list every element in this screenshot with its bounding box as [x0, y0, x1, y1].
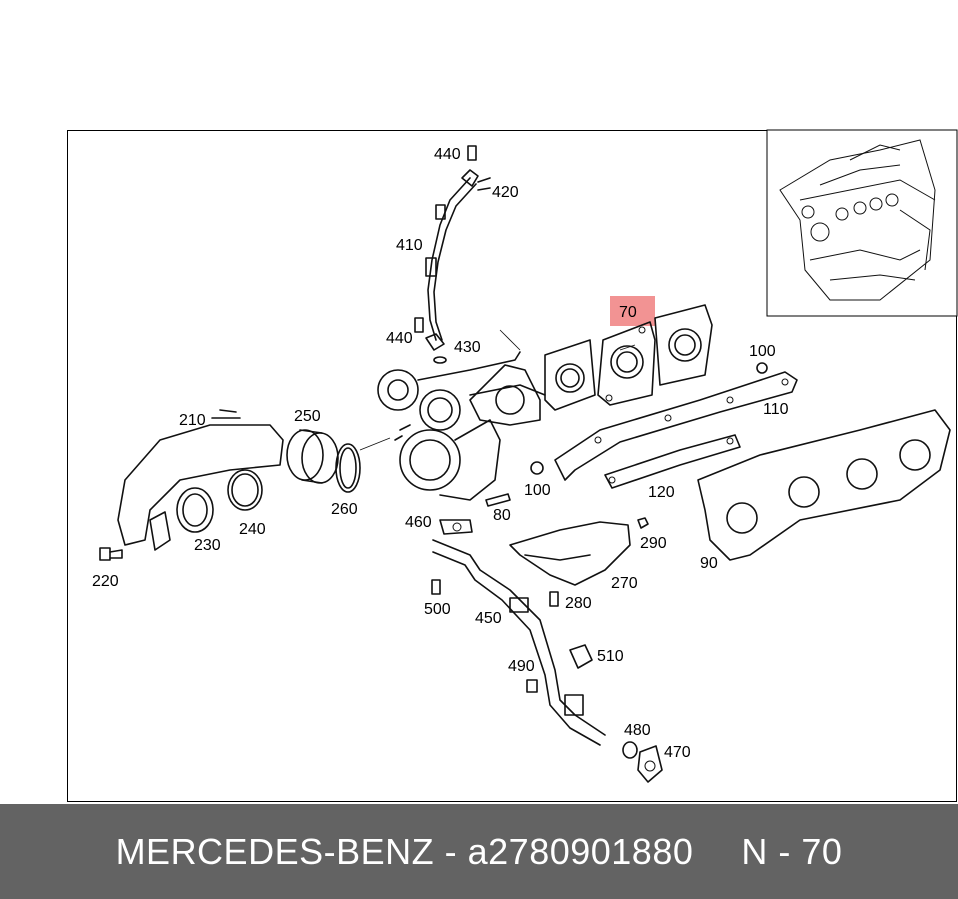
part-100-nut-lower	[530, 461, 544, 475]
footer-brand: MERCEDES-BENZ	[115, 830, 435, 872]
callout-440-lower: 440	[386, 330, 413, 347]
part-240-clamp	[227, 469, 263, 511]
callout-490: 490	[508, 658, 535, 675]
callout-labels: 440 420 410 440 430 70 100 110 210 250 1…	[92, 146, 789, 761]
callout-440-top: 440	[434, 146, 461, 163]
part-230-seal-ring	[176, 487, 214, 533]
callout-270: 270	[611, 575, 638, 592]
callout-420: 420	[492, 184, 519, 201]
callout-230: 230	[194, 537, 221, 554]
footer-separator: -	[444, 830, 458, 872]
callout-100-lower: 100	[524, 482, 551, 499]
callout-290: 290	[640, 535, 667, 552]
callout-430: 430	[454, 339, 481, 356]
callout-90: 90	[700, 555, 718, 572]
part-410-oil-line	[425, 177, 477, 341]
callout-120: 120	[648, 484, 675, 501]
part-80-stud	[485, 493, 511, 507]
part-260-seal-ring	[335, 443, 361, 493]
callout-220: 220	[92, 573, 119, 590]
engine-inset-thumbnail	[766, 129, 958, 317]
callout-460: 460	[405, 514, 432, 531]
callout-210: 210	[179, 412, 206, 429]
callout-480: 480	[624, 722, 651, 739]
part-220-bolt	[99, 547, 123, 561]
callout-110: 110	[763, 401, 789, 418]
part-exhaust-manifold	[544, 304, 713, 411]
part-470-gasket	[637, 745, 663, 783]
callout-450: 450	[475, 610, 502, 627]
callout-80: 80	[493, 507, 511, 524]
callout-280: 280	[565, 595, 592, 612]
part-480-seal	[622, 741, 638, 759]
part-90-heat-shield	[697, 409, 951, 561]
part-70-gasket	[597, 321, 656, 406]
callout-500: 500	[424, 601, 451, 618]
callout-260: 260	[331, 501, 358, 518]
callout-240: 240	[239, 521, 266, 538]
footer-ref: N - 70	[741, 830, 843, 872]
footer-part-number: a2780901880	[467, 830, 694, 872]
part-440-430-fitting	[414, 317, 447, 364]
footer-banner: MERCEDES-BENZ - a2780901880 N - 70	[0, 804, 958, 899]
callout-510: 510	[597, 648, 624, 665]
part-440-420-fitting	[461, 145, 491, 191]
leader-lines	[359, 329, 636, 451]
part-450-oil-return-line	[432, 539, 606, 746]
part-270-heat-shield	[509, 521, 631, 586]
part-100-nut-upper	[756, 362, 768, 374]
callout-70: 70	[619, 304, 637, 321]
part-210-intake-pipe	[117, 409, 284, 551]
part-250-sleeve	[286, 429, 339, 484]
highlight-part-70	[610, 296, 655, 326]
part-490-bolt	[526, 679, 538, 693]
part-510-clamp	[569, 644, 593, 669]
part-turbocharger	[377, 351, 546, 501]
part-290-nut	[637, 517, 649, 529]
callout-100-upper: 100	[749, 343, 776, 360]
part-500-bolt	[431, 579, 441, 595]
callout-250: 250	[294, 408, 321, 425]
part-280-bolt	[549, 591, 559, 607]
part-120-gasket-strip	[604, 434, 741, 489]
callout-470: 470	[664, 744, 691, 761]
part-460-gasket	[439, 519, 473, 535]
part-110-gasket-strip	[554, 371, 798, 481]
callout-410: 410	[396, 237, 423, 254]
